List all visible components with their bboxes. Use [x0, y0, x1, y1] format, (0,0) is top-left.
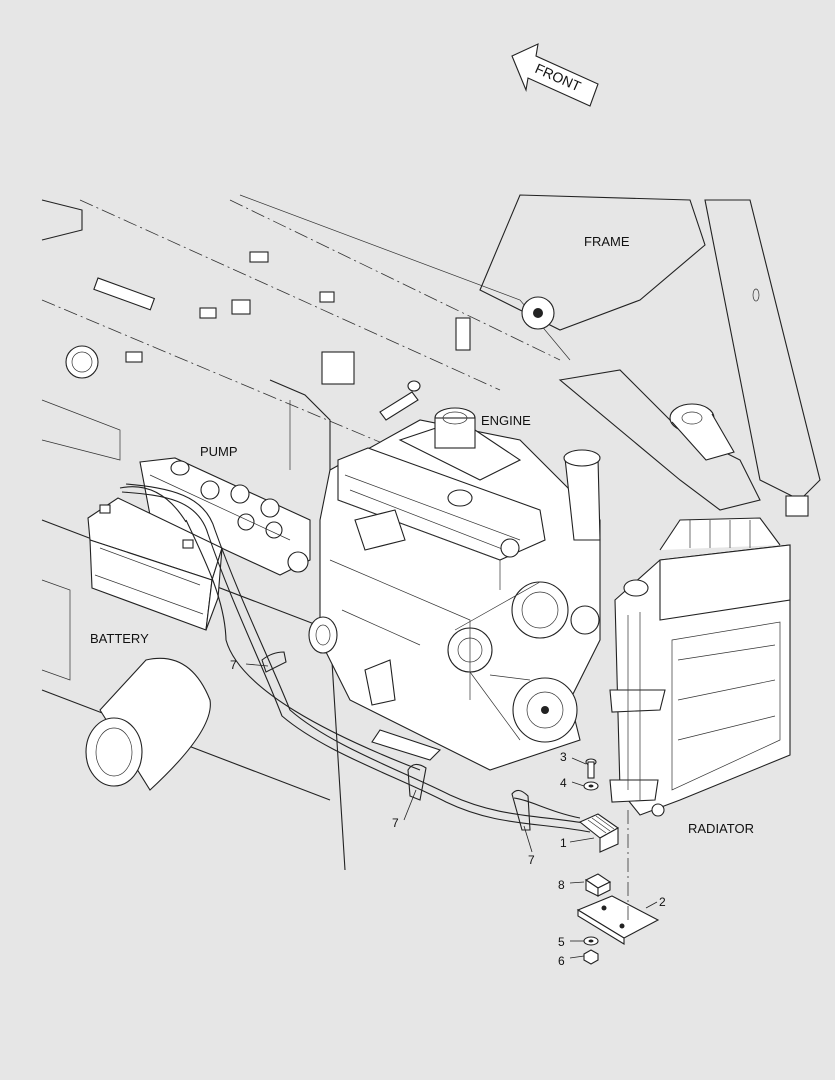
- callout-8: 8: [558, 878, 565, 892]
- battery-label: BATTERY: [90, 631, 149, 646]
- callout-2: 2: [659, 895, 666, 909]
- radiator: [609, 517, 791, 817]
- connector-part-1: [578, 813, 620, 853]
- callout-4: 4: [560, 776, 567, 790]
- frame-outline: [41, 194, 821, 871]
- wire-harness: [121, 483, 591, 833]
- leader-lines: [245, 663, 658, 959]
- bracket-part-8: [584, 873, 612, 897]
- callout-7-b: 7: [392, 816, 399, 830]
- nut-part-6: [583, 949, 599, 965]
- cable-tie-c: [511, 789, 531, 831]
- pump-label: PUMP: [200, 444, 238, 459]
- callout-6: 6: [558, 954, 565, 968]
- exhaust-stack-right: [669, 403, 735, 461]
- exhaust-cone-left: [85, 657, 211, 791]
- front-arrow: FRONT: [511, 43, 599, 107]
- bolt-part-3: [585, 758, 597, 779]
- cable-tie-a: [261, 651, 287, 673]
- hydraulic-pump: [139, 457, 311, 576]
- washer-part-4: [583, 781, 599, 791]
- callout-3: 3: [560, 750, 567, 764]
- engine-label: ENGINE: [481, 413, 531, 428]
- washer-part-5: [583, 936, 599, 946]
- mounting-plate-part-2: [576, 810, 660, 945]
- battery: [87, 486, 223, 631]
- engine-assembly: [308, 407, 601, 771]
- frame-label: FRAME: [584, 234, 630, 249]
- callout-1: 1: [560, 836, 567, 850]
- callout-7-a: 7: [230, 658, 237, 672]
- callout-5: 5: [558, 935, 565, 949]
- callout-7-c: 7: [528, 853, 535, 867]
- cable-tie-b: [407, 763, 427, 801]
- radiator-label: RADIATOR: [688, 821, 754, 836]
